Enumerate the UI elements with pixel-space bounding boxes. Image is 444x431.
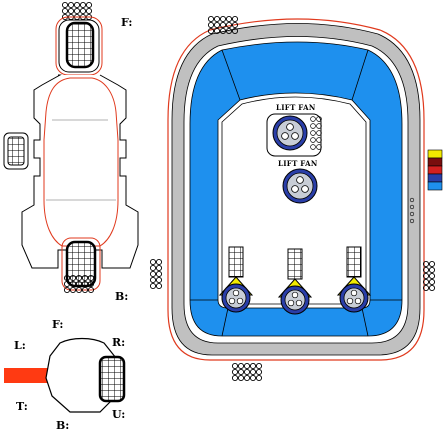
label-top-front: F:: [121, 16, 132, 29]
legend-swatch: [427, 173, 443, 183]
lift-fan-2: [282, 168, 318, 204]
legend-swatch: [427, 165, 443, 175]
plan-stud-bottom: [231, 362, 263, 382]
label-detail-base: B:: [56, 419, 69, 431]
skirt: [189, 41, 403, 337]
thrust-fan-left: [218, 246, 254, 313]
deck-ring: [171, 23, 421, 356]
tow-bar: [4, 368, 56, 383]
legend-swatch: [427, 157, 443, 167]
detail-grille: [98, 355, 126, 403]
label-detail-top: T:: [16, 400, 28, 413]
side-grille: [7, 136, 25, 166]
plan-stud-left: [149, 258, 163, 290]
detail-view: [4, 337, 126, 413]
lift-fan-1-studs: [310, 116, 322, 150]
thrust-fan-right: [336, 246, 372, 313]
outer-red-outline: [167, 18, 425, 361]
label-detail-under: U:: [112, 408, 125, 421]
plan-stud-right: [422, 260, 436, 292]
lift-fan-2-label: LIFT FAN: [278, 159, 318, 168]
label-bottom-base: B:: [115, 290, 128, 303]
hull-top-view: [3, 1, 139, 294]
plan-stud-right-upper: [409, 197, 415, 224]
label-bottom-front: F:: [52, 318, 63, 331]
thrust-fan-center: [277, 248, 313, 315]
lift-fan-1: [272, 115, 308, 151]
legend-swatch: [427, 181, 443, 191]
lift-fan-1-label: LIFT FAN: [276, 103, 316, 112]
color-legend: [427, 149, 443, 191]
hovercraft-plan: LIFT FAN LIFT FAN: [149, 15, 436, 382]
legend-swatch: [427, 149, 443, 159]
label-detail-left: L:: [14, 339, 26, 352]
label-detail-right: R:: [112, 336, 125, 349]
rear-mount-outline: [61, 237, 101, 291]
front-grille: [65, 21, 95, 69]
